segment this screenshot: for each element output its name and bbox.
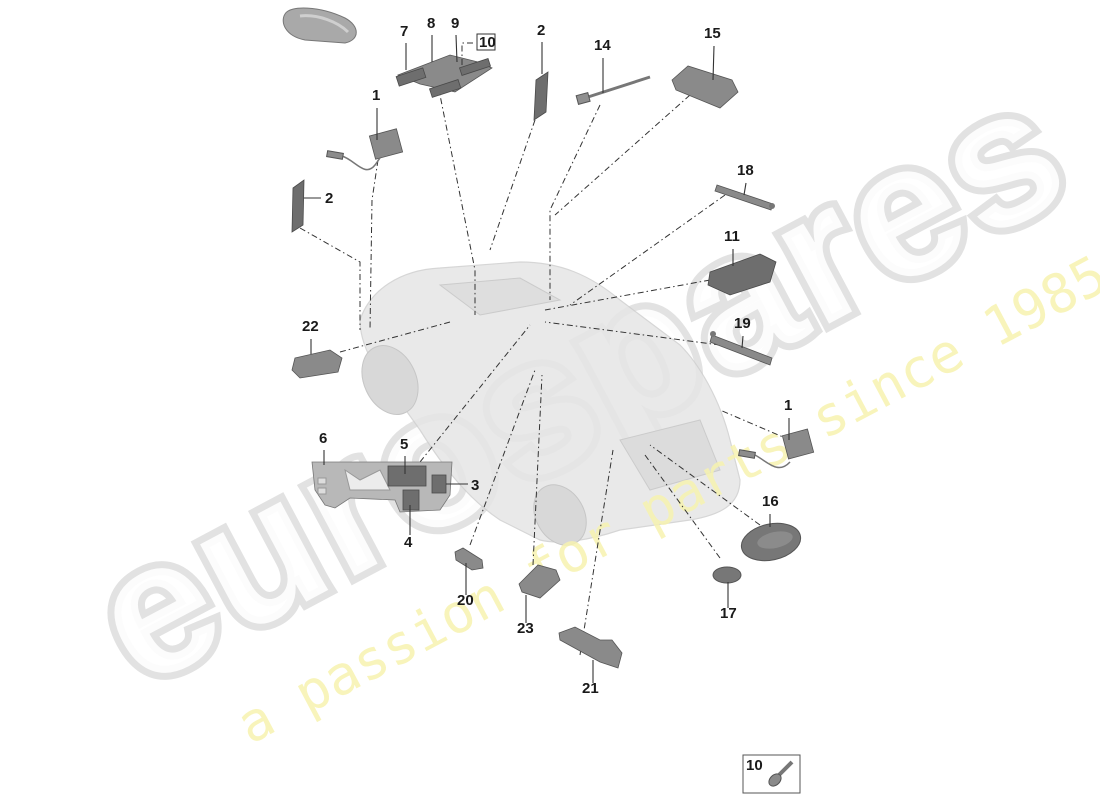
callout-6[interactable]: 6 [319, 430, 327, 447]
callout-3[interactable]: 3 [471, 477, 479, 494]
antenna-rod-part-18[interactable] [714, 184, 775, 211]
callout-15[interactable]: 15 [704, 25, 721, 42]
callout-19[interactable]: 19 [734, 315, 751, 332]
callout-2-left[interactable]: 2 [325, 190, 333, 207]
antenna-module-part-21[interactable] [558, 626, 623, 669]
module-part-23[interactable] [518, 564, 561, 599]
cap-part-17[interactable] [712, 566, 742, 584]
antenna-film-part-2-top[interactable] [533, 71, 549, 121]
antenna-film-part-2-left[interactable] [291, 179, 305, 233]
connection-lines [299, 84, 791, 656]
callout-9[interactable]: 9 [451, 15, 459, 32]
bracket-part-20[interactable] [454, 547, 484, 571]
callout-11[interactable]: 11 [724, 228, 740, 245]
callout-4[interactable]: 4 [404, 534, 413, 551]
antenna-cable-part-14[interactable] [575, 75, 651, 105]
screw-icon [768, 760, 794, 787]
key-fob-part[interactable] [282, 7, 357, 44]
callout-1-right[interactable]: 1 [784, 397, 792, 414]
callout-22[interactable]: 22 [302, 318, 319, 335]
amplifier-part-15[interactable] [671, 65, 739, 109]
control-unit-part-22[interactable] [291, 349, 343, 379]
callout-10-box [476, 33, 496, 51]
callout-7[interactable]: 7 [400, 23, 408, 40]
module-assembly-7-8-9[interactable] [395, 54, 493, 98]
antenna-rod-part-19[interactable] [709, 331, 773, 366]
callout-21[interactable]: 21 [582, 680, 599, 697]
callout-18[interactable]: 18 [737, 162, 754, 179]
callout-1-top[interactable]: 1 [372, 87, 380, 104]
callout-16[interactable]: 16 [762, 493, 779, 510]
callout-14[interactable]: 14 [594, 37, 611, 54]
callout-23[interactable]: 23 [517, 620, 534, 637]
car-silhouette [359, 261, 741, 546]
speaker-part-16[interactable] [738, 518, 804, 566]
callout-8[interactable]: 8 [427, 15, 435, 32]
callout-17[interactable]: 17 [720, 605, 737, 622]
antenna-module-part-1-right[interactable] [738, 428, 815, 469]
callout-labels: 7 8 9 10 2 14 15 1 2 18 11 22 19 1 6 5 3… [302, 15, 792, 697]
callout-5[interactable]: 5 [400, 436, 408, 453]
callout-2-top[interactable]: 2 [537, 22, 545, 39]
legend-box-label: 10 [746, 757, 763, 774]
callout-20[interactable]: 20 [457, 592, 474, 609]
control-unit-part-11[interactable] [707, 253, 777, 296]
antenna-module-part-1-top[interactable] [326, 128, 404, 171]
callout-10[interactable]: 10 [479, 34, 496, 51]
legend-box-screw[interactable]: 10 [742, 754, 801, 794]
leader-lines [304, 34, 790, 683]
bracket-assembly-parts-3-4-5-6[interactable] [311, 461, 453, 513]
